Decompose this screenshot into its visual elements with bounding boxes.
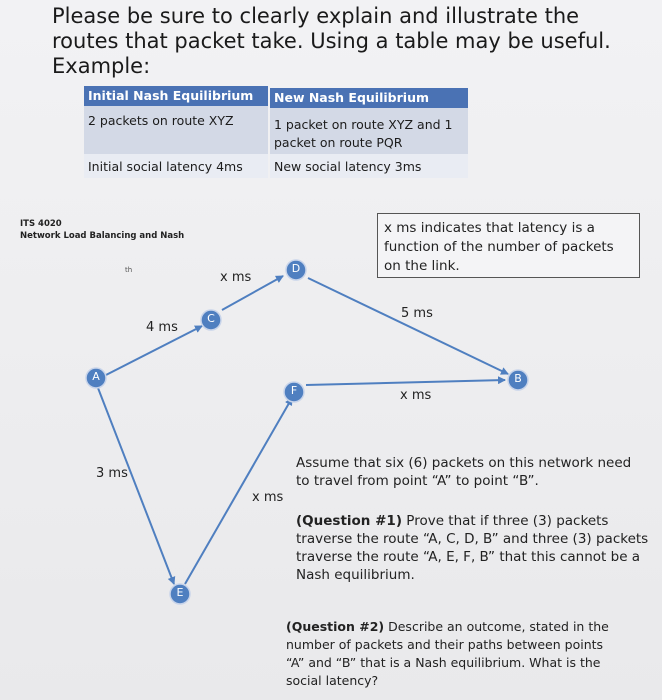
- table-header-new: New Nash Equilibrium: [270, 88, 468, 108]
- node-c-label: C: [207, 312, 215, 325]
- heading-line-2: routes that packet take. Using a table m…: [52, 29, 611, 53]
- course-code: ITS 4020: [20, 219, 62, 229]
- assumption-text: Assume that six (6) packets on this netw…: [296, 455, 632, 489]
- edge-a-e: [97, 387, 176, 585]
- edge-d-b: [307, 277, 509, 375]
- latency-note-box: x ms indicates that latency is a functio…: [377, 213, 640, 278]
- edge-label-e-f: x ms: [252, 490, 284, 505]
- edge-label-a-c: 4 ms: [146, 320, 178, 335]
- table-cell-initial-routes: 2 packets on route XYZ: [84, 106, 268, 154]
- node-a-label: A: [92, 370, 100, 383]
- course-title: Network Load Balancing and Nash: [20, 231, 185, 241]
- node-b: [507, 369, 529, 391]
- node-f: [283, 381, 305, 403]
- table-cell-initial-latency: Initial social latency 4ms: [84, 154, 268, 178]
- page-heading: Please be sure to clearly explain and il…: [52, 4, 612, 79]
- table-header-initial: Initial Nash Equilibrium: [84, 86, 268, 106]
- question-2-label: (Question #2): [286, 619, 385, 634]
- question-1-text: Prove that if three (3) packets traverse…: [296, 513, 649, 583]
- node-f-label: F: [290, 384, 298, 397]
- heading-line-1: Please be sure to clearly explain and il…: [52, 4, 580, 28]
- table-cell-initial-routes-text: 2 packets on route XYZ: [88, 113, 234, 128]
- latency-note-text: x ms indicates that latency is a functio…: [384, 220, 614, 274]
- heading-line-3: Example:: [52, 54, 151, 78]
- question-2-text: Describe an outcome, stated in the numbe…: [286, 619, 609, 688]
- edge-f-b: [305, 376, 506, 386]
- edge-c-d: [221, 275, 284, 311]
- edge-label-f-b: x ms: [400, 388, 432, 403]
- node-d: [285, 259, 307, 281]
- table-cell-new-latency: New social latency 3ms: [270, 154, 468, 178]
- node-c: [200, 309, 222, 331]
- question-1: (Question #1) Prove that if three (3) pa…: [296, 512, 652, 584]
- example-table: Initial Nash Equilibrium New Nash Equili…: [84, 86, 468, 178]
- table-cell-new-routes: 1 packet on route XYZ and 1 packet on ro…: [270, 108, 468, 154]
- node-a: [85, 367, 107, 389]
- node-b-label: B: [514, 372, 522, 385]
- table-cell-new-routes-text: 1 packet on route XYZ and 1 packet on ro…: [274, 117, 453, 150]
- question-1-label: (Question #1): [296, 513, 402, 529]
- node-d-label: D: [291, 262, 301, 275]
- edge-label-c-d: x ms: [220, 270, 252, 285]
- stray-mark: th: [125, 266, 133, 274]
- edge-a-c: [103, 325, 203, 377]
- edge-e-f: [184, 397, 293, 585]
- table-cell-new-latency-text: New social latency 3ms: [274, 159, 422, 174]
- node-e-label: E: [176, 586, 184, 599]
- course-label: ITS 4020 Network Load Balancing and Nash: [20, 218, 184, 242]
- table-cell-initial-latency-text: Initial social latency 4ms: [88, 159, 243, 174]
- edge-label-d-b: 5 ms: [401, 306, 433, 321]
- edge-label-a-e: 3 ms: [96, 466, 128, 481]
- question-2: (Question #2) Describe an outcome, state…: [286, 618, 616, 690]
- node-e: [169, 583, 191, 605]
